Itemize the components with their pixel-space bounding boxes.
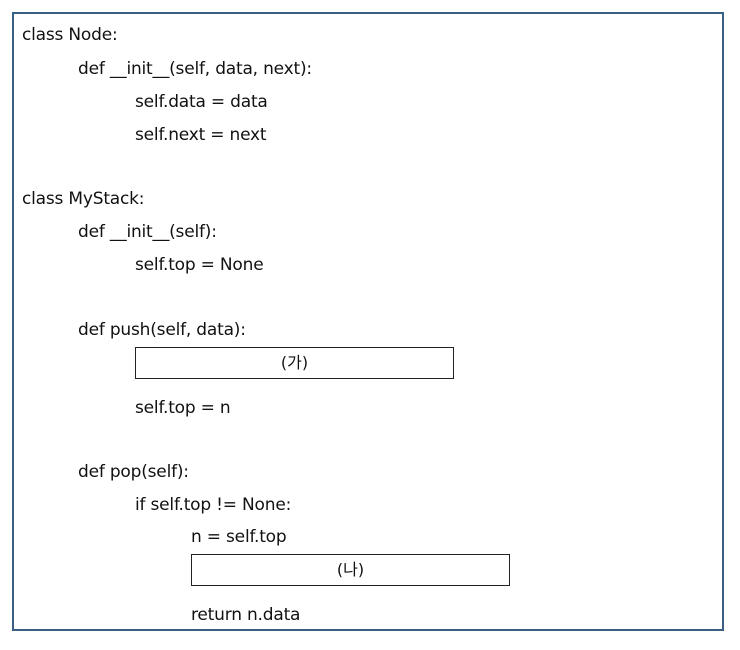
code-line-class-node: class Node: <box>22 25 118 45</box>
code-line-node-init-def: def __init__(self, data, next): <box>78 59 312 79</box>
code-line-stack-init-def: def __init__(self): <box>78 222 217 242</box>
blank-box-ga: (가) <box>135 347 454 379</box>
blank-box-na: (나) <box>191 554 510 586</box>
code-line-class-mystack: class MyStack: <box>22 189 145 209</box>
code-line-top-assign-n: self.top = n <box>135 398 231 418</box>
code-line-self-next: self.next = next <box>135 125 267 145</box>
code-line-pop-def: def pop(self): <box>78 462 189 482</box>
code-line-return-data: return n.data <box>191 605 301 625</box>
code-line-if-top-not-none: if self.top != None: <box>135 495 292 515</box>
code-line-n-assign-top: n = self.top <box>191 527 287 547</box>
code-line-top-none: self.top = None <box>135 255 264 275</box>
code-frame <box>12 12 724 631</box>
code-line-self-data: self.data = data <box>135 92 268 112</box>
blank-label-ga: (가) <box>280 353 309 372</box>
blank-label-na: (나) <box>336 560 365 579</box>
code-line-push-def: def push(self, data): <box>78 320 246 340</box>
